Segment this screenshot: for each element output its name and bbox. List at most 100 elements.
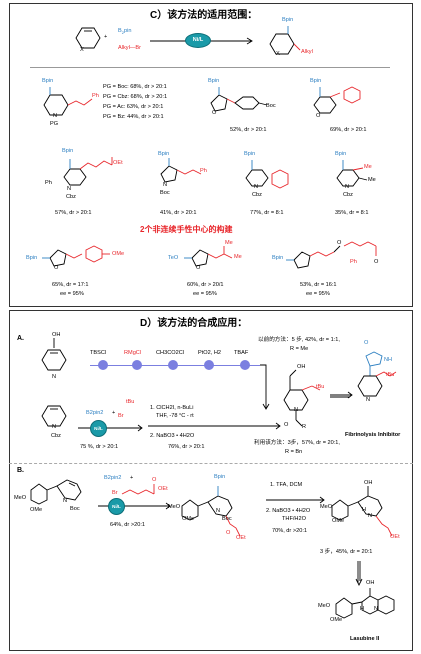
route-b-prod-h: H	[362, 507, 367, 513]
dihydropyridine-n: N	[52, 424, 57, 430]
intermediate-n: N	[294, 407, 299, 413]
route-b-substrate	[30, 479, 82, 505]
c5-ph: Ph	[200, 168, 207, 174]
route-a-label: A.	[17, 335, 24, 342]
scheme-product-bpin: Bpin	[282, 17, 294, 23]
c1-n: N	[53, 113, 58, 119]
pg-condition-3: PG = Ac: 63%, dr > 20:1	[103, 104, 164, 110]
route-b-cond-2: 2. NaBO3 • 4H2O	[266, 508, 311, 514]
route-b-intermediate	[181, 486, 241, 537]
arrow-to-product-a	[330, 391, 353, 399]
lasubine-meo: MeO	[318, 603, 331, 609]
compound-methyl	[336, 160, 368, 187]
ch3-ph: Ph	[350, 259, 357, 265]
scheme-plus: +	[104, 34, 108, 40]
ch1-yield: 65%, dr = 17:1	[52, 282, 89, 288]
route-a-step-5: TBAF	[234, 350, 249, 356]
route-b-o: O	[152, 477, 157, 483]
c5-boc: Boc	[160, 190, 170, 196]
compound-ester	[63, 157, 113, 186]
pg-condition-2: PG = Cbz: 68%, dr > 20:1	[103, 94, 168, 100]
panel-d-title: D）该方法的合成应用：	[140, 318, 248, 329]
route-b-br: Br	[112, 490, 118, 496]
catalyst-ni-l: Ni/L	[185, 33, 211, 48]
scheme-alkyl-br: Alkyl—Br	[118, 45, 141, 51]
compound-cyclohexyl	[245, 160, 289, 189]
route-b-boc: Boc	[70, 506, 80, 512]
route-a-tbu: tBu	[126, 399, 135, 405]
c6-n: N	[254, 184, 259, 190]
ch1-o: O	[54, 265, 59, 271]
route-b-cond-3: THF/H2O	[282, 516, 306, 522]
lasubine-oh: OH	[366, 580, 375, 586]
route-b-meo: MeO	[14, 495, 27, 501]
c4-n: N	[67, 186, 72, 192]
c5-yield: 41%, dr > 20:1	[160, 210, 197, 216]
ch1-bpin: Bpin	[26, 255, 38, 261]
route-a-dot-4	[204, 360, 214, 370]
route-a-step-2: RMgCl	[124, 350, 142, 356]
chiral-compound-3	[286, 241, 377, 269]
route-b-prod-n: N	[368, 513, 373, 519]
c3-o: O	[316, 113, 321, 119]
route-b-cond-1: 1. TFA, DCM	[270, 482, 303, 488]
c5-n: N	[163, 182, 168, 188]
c3-yield: 69%, dr > 20:1	[330, 127, 367, 133]
route-b-product	[331, 486, 393, 537]
c7-me: Me	[364, 164, 372, 170]
c6-yield: 77%, dr = 8:1	[250, 210, 284, 216]
compound-pg-piperidine	[43, 87, 93, 116]
route-b-n: N	[63, 498, 68, 504]
c3-bpin: Bpin	[310, 78, 322, 84]
route-b-int-bpin: Bpin	[214, 474, 226, 480]
route-b-int-oet: OEt	[236, 535, 246, 541]
c5-bpin: Bpin	[158, 151, 170, 157]
route-a-step-3: CH3CO2Cl	[156, 350, 184, 356]
route-a-dot-3	[168, 360, 178, 370]
ch1-ome: OMe	[112, 251, 125, 257]
this-method-label: 利用该方法：3步，57%, dr = 20:1,	[254, 440, 340, 446]
c6-bpin: Bpin	[244, 151, 256, 157]
c1-pg: PG	[50, 121, 59, 127]
ch3-o2: O	[374, 259, 379, 265]
ch2-teo: TeO	[168, 255, 179, 261]
route-a-b2pin2: B2pin2	[86, 410, 104, 416]
route-a-step-4: PtO2, H2	[198, 350, 222, 356]
scheme-substrate-ring	[75, 27, 101, 49]
previous-method-label: 以前的方法：5 步, 42%, dr = 1:1,	[258, 337, 340, 343]
dihydropyridine-cbz	[41, 405, 67, 427]
c7-bpin: Bpin	[335, 151, 347, 157]
ch2-ee: ee = 95%	[193, 291, 217, 297]
scheme-product-x: X	[276, 51, 280, 57]
route-b-catalyst: Ni/L	[108, 498, 125, 515]
ch2-yield: 60%, dr > 20/1	[187, 282, 224, 288]
ch2-o: O	[196, 265, 201, 271]
compound-thp-benzyl	[313, 86, 361, 114]
route-b-prod-oh: OH	[364, 480, 373, 486]
ch2-me2: Me	[234, 254, 242, 260]
divider-d	[9, 463, 413, 464]
section-title-chiral: 2个非连续手性中心的构建	[140, 225, 233, 234]
route-b-b2pin2: B2pin2	[104, 475, 122, 481]
lasubine-ii	[335, 588, 395, 619]
scheme-product-alkyl: Alkyl	[301, 49, 313, 55]
scheme-ring-x: X	[80, 47, 84, 53]
c2-yield: 52%, dr > 20:1	[230, 127, 267, 133]
c6-cbz: Cbz	[252, 192, 262, 198]
c4-ph: Ph	[45, 180, 52, 186]
route-b-label: B.	[17, 467, 24, 474]
this-r: R = Bn	[285, 449, 303, 455]
fibrinolysis-o: O	[364, 340, 369, 346]
ch3-bpin: Bpin	[272, 255, 284, 261]
ch3-yield: 53%, dr = 16:1	[300, 282, 337, 288]
c4-cbz: Cbz	[66, 194, 76, 200]
ch3-o: O	[337, 240, 342, 246]
route-b-prod-meo: MeO	[320, 504, 333, 510]
c7-cbz: Cbz	[343, 192, 353, 198]
route-b-prod-oet: OEt	[390, 534, 400, 540]
route-a-step-1: TBSCl	[90, 350, 107, 356]
route-b-plus: +	[130, 475, 134, 481]
pg-condition-4: PG = Bz: 44%, dr > 20:1	[103, 114, 164, 120]
intermediate-r: R	[302, 424, 307, 430]
route-a-dot-2	[132, 360, 142, 370]
